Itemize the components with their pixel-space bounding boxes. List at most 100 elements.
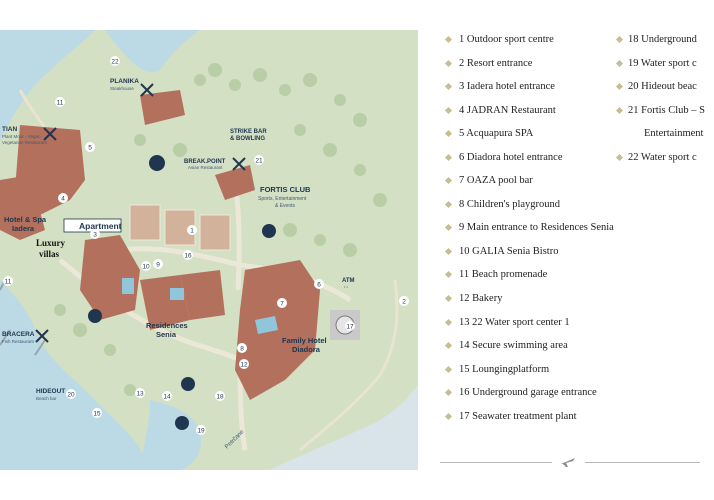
legend-item: 2 Resort entrance: [440, 54, 630, 78]
strike-bar-label2: & BOWLING: [230, 136, 265, 142]
fortis-label: FORTIS CLUB: [260, 185, 311, 194]
legend-item: 3 Iadera hotel entrance: [440, 77, 630, 101]
residences-label: Residences: [146, 321, 188, 330]
bakery-icon: [262, 224, 276, 238]
legend-item: 6 Diadora hotel entrance: [440, 148, 630, 172]
sea-south-west: [0, 280, 150, 470]
tian-sub1: Plant Moor - Vegan: [2, 134, 41, 139]
svg-text:17: 17: [346, 324, 354, 331]
svg-text:7: 7: [280, 301, 284, 308]
playground-icon: [149, 155, 165, 171]
bakery-icon: [88, 309, 102, 323]
airplane-icon: [561, 458, 575, 467]
hideout-sub: Beach bar: [36, 396, 57, 401]
legend-bullet-icon: [444, 412, 453, 420]
vegetation: [54, 63, 387, 396]
legend-bullet-icon: [444, 153, 453, 161]
svg-text:20: 20: [67, 392, 75, 399]
legend-item: 22 Water sport c: [615, 148, 714, 172]
tian-sub2: Vegetarian Restaurant: [2, 140, 48, 145]
svg-text:10: 10: [142, 264, 150, 271]
svg-text:11: 11: [57, 100, 64, 107]
legend-bullet-icon: [444, 271, 453, 279]
legend-bullet-icon: [444, 130, 453, 138]
diadora-label: Diadora: [292, 345, 321, 354]
planika-label: PLANIKA: [110, 78, 139, 85]
legend-column-1: 1 Outdoor sport centre 2 Resort entrance…: [440, 30, 630, 430]
restaurant-icon: [43, 127, 57, 141]
iadera-label: Iadera: [12, 224, 35, 233]
legend-bullet-icon: [444, 177, 453, 185]
legend-bullet-icon: [444, 342, 453, 350]
legend-item: 14 Secure swimming area: [440, 336, 630, 360]
legend-item: 20 Hideout beac: [615, 77, 714, 101]
legend-bullet-icon: [444, 224, 453, 232]
legend-item: 10 GALIA Senia Bistro: [440, 242, 630, 266]
divider-line-left: [440, 462, 552, 463]
legend-column-2: 18 Underground 19 Water sport c 20 Hideo…: [615, 30, 714, 172]
hotel-spa-label: Hotel & Spa: [4, 215, 47, 224]
marker-21: 21: [254, 155, 264, 165]
marker-17: 17: [345, 321, 355, 331]
svg-text:13: 13: [136, 391, 144, 398]
svg-text:2: 2: [402, 299, 406, 306]
marker-15: 15: [92, 408, 102, 418]
legend-bullet-icon: [444, 35, 453, 44]
marker-8: 8: [237, 343, 247, 353]
divider-line-right: [585, 462, 700, 463]
sea-south-east: [270, 385, 418, 470]
tian-label: TIAN: [2, 126, 17, 133]
svg-text:19: 19: [197, 428, 205, 435]
svg-text:21: 21: [255, 158, 263, 165]
marker-14: 14: [162, 391, 172, 401]
svg-text:9: 9: [156, 262, 160, 269]
legend-divider: [440, 455, 700, 469]
legend-bullet-icon: [444, 59, 453, 67]
restaurant-icon: [35, 329, 49, 343]
marker-3: 3: [90, 229, 100, 239]
legend-item-continuation: Entertainment: [644, 128, 704, 140]
swimming-icon: [175, 416, 189, 430]
legend-item: 18 Underground: [615, 30, 714, 54]
fortis-sub1: Sports, Entertainment: [258, 196, 307, 202]
marker-22: 22: [110, 56, 120, 66]
svg-text:14: 14: [163, 394, 171, 401]
legend-bullet-icon: [444, 247, 453, 255]
svg-text:11: 11: [5, 279, 12, 286]
strike-bar-label: STRIKE BAR: [230, 129, 267, 135]
marker-18: 18: [215, 391, 225, 401]
fortis-sub2: & Events: [275, 203, 296, 209]
marker-2: 2: [399, 296, 409, 306]
legend-bullet-icon: [444, 365, 453, 373]
restaurant-icon: [232, 157, 246, 171]
legend-item: 13 22 Water sport center 1: [440, 313, 630, 337]
marker-16: 16: [183, 250, 193, 260]
marker-20: 20: [66, 389, 76, 399]
atm-label: ATM: [342, 278, 355, 284]
legend-item: 21 Fortis Club – S: [615, 101, 714, 125]
legend-bullet-icon: [444, 318, 453, 326]
legend-bullet-icon: [444, 83, 453, 91]
legend-item: 8 Children's playground: [440, 195, 630, 219]
number-markers: 22 11 5 4 11 21 1 16 3 10 9 6 7 2 17 8 1…: [3, 56, 409, 435]
legend-item: 1 Outdoor sport centre: [440, 30, 630, 54]
apartment-label: Apartment: [79, 221, 122, 231]
svg-text:4: 4: [61, 196, 65, 203]
svg-text:18: 18: [216, 394, 224, 401]
marker-11b: 11: [3, 276, 13, 286]
hideout-label: HIDEOUT: [36, 388, 65, 395]
legend-item: 5 Acquapura SPA: [440, 124, 630, 148]
senia-label: Senia: [156, 330, 177, 339]
svg-text:8: 8: [240, 346, 244, 353]
marker-10: 10: [141, 261, 151, 271]
legend-bullet-icon: [444, 389, 453, 397]
family-hotel-label: Family Hotel: [282, 336, 327, 345]
legend-item: 12 Bakery: [440, 289, 630, 313]
legend-item: 9 Main entrance to Residences Senia: [440, 218, 630, 242]
planika-sub: Steakhouse: [110, 86, 134, 91]
luxury-label: Luxury: [36, 238, 66, 248]
sea-north-bay: [105, 30, 200, 72]
marker-12: 12: [239, 359, 249, 369]
marker-1: 1: [187, 225, 197, 235]
marker-7: 7: [277, 298, 287, 308]
